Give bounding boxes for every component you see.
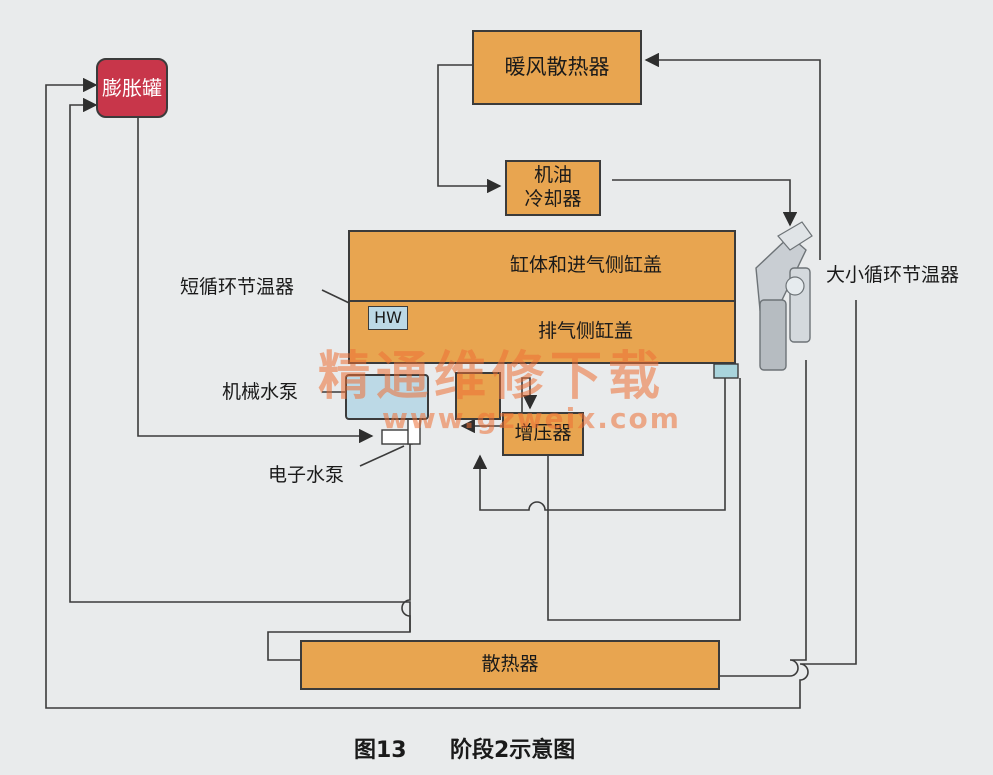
main-thermostat-label: 大小循环节温器	[826, 264, 960, 286]
turbocharger: 增压器	[502, 412, 584, 456]
hw-thermostat-label: HW	[374, 308, 402, 327]
watermark-url: www.gzweix.com	[382, 402, 681, 435]
pump-outlet-block	[455, 372, 501, 420]
heater-core: 暖风散热器	[472, 30, 642, 105]
short-loop-thermostat-label: 短循环节温器	[180, 276, 295, 298]
pipe-turbo-to-head	[521, 377, 538, 414]
block-intake-head-label: 缸体和进气侧缸盖	[510, 254, 663, 277]
exhaust-head-label: 排气侧缸盖	[538, 320, 634, 343]
mechanical-pump-label: 机械水泵	[222, 381, 299, 403]
oil-cooler: 机油 冷却器	[505, 160, 601, 216]
expansion-tank: 膨胀罐	[96, 58, 168, 118]
turbocharger-label: 增压器	[514, 422, 572, 445]
heater-core-label: 暖风散热器	[504, 55, 610, 80]
pipe-turbo-feed	[472, 378, 726, 511]
connector-port	[713, 363, 739, 379]
exhaust-head: 排气侧缸盖	[348, 300, 736, 364]
pipe-heater-to-oilcooler	[437, 64, 502, 194]
figure-title: 阶段2示意图	[449, 738, 576, 763]
hw-thermostat: HW	[368, 306, 408, 330]
radiator: 散热器	[300, 640, 720, 690]
mechanical-water-pump	[345, 374, 429, 420]
pipe-thermostat-to-heater	[644, 52, 821, 260]
pipe-thermostat-to-radiator	[720, 360, 807, 677]
oil-cooler-label: 机油 冷却器	[524, 164, 582, 210]
leader-electric-pump	[359, 445, 405, 467]
watermark-title: 精通维修下载	[318, 347, 667, 407]
pipe-oilcooler-to-thermostat	[612, 179, 798, 227]
figure-number: 图13	[354, 738, 407, 763]
expansion-tank-label: 膨胀罐	[102, 75, 162, 100]
block-intake-head: 缸体和进气侧缸盖	[348, 230, 736, 302]
pipe-outer-loop	[45, 77, 857, 709]
pipe-tank-to-pump	[137, 118, 374, 444]
main-thermostat-icon	[755, 221, 813, 371]
radiator-label: 散热器	[481, 653, 539, 676]
figure-caption: 图13 阶段2示意图	[354, 732, 575, 764]
pipe-electric-pump	[401, 444, 411, 632]
electric-pump-label: 电子水泵	[268, 464, 345, 486]
electric-pump-icon	[381, 417, 421, 445]
